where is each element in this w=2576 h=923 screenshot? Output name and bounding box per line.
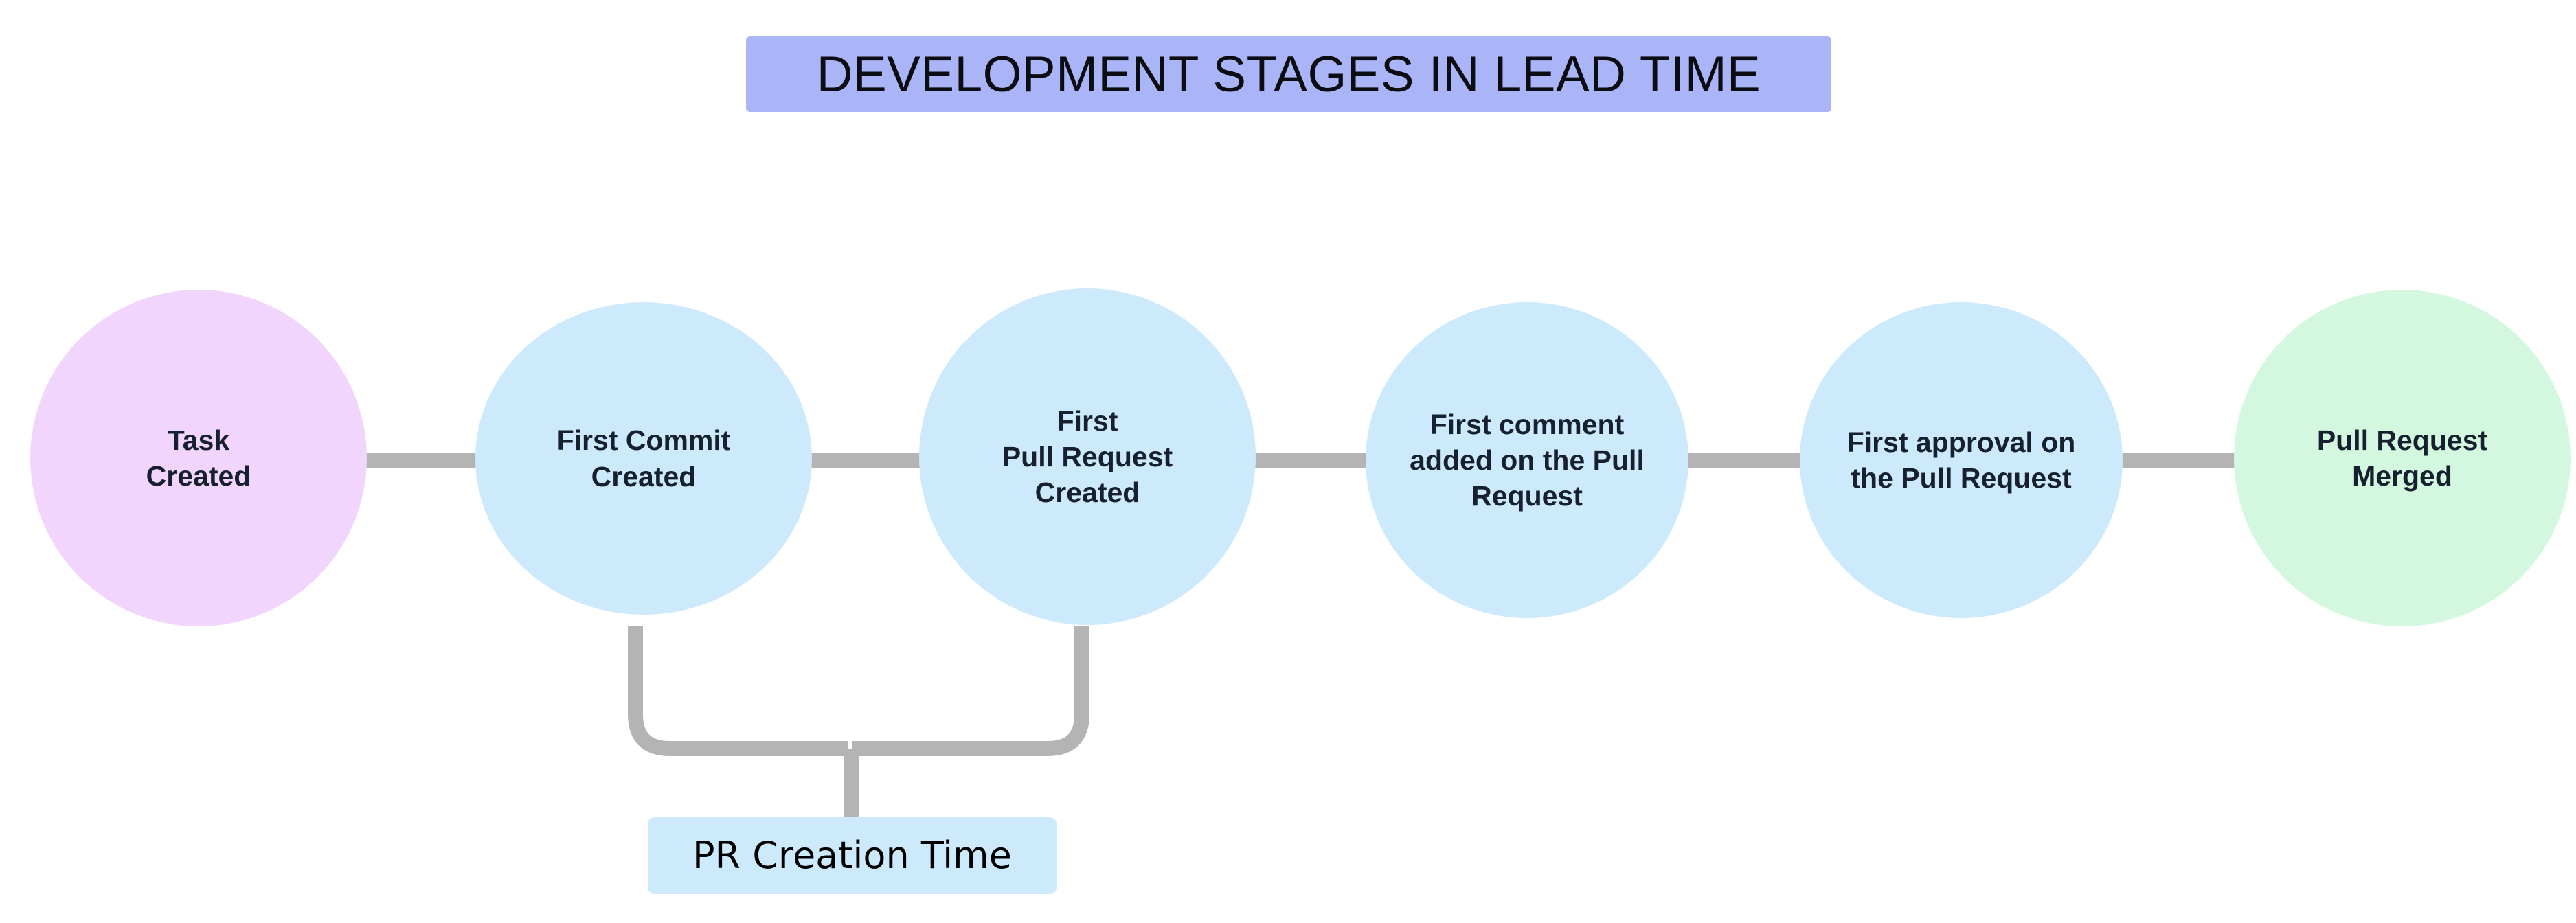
stage-label: First Pull Request Created: [1002, 404, 1173, 509]
stage-label: First comment added on the Pull Request: [1410, 408, 1645, 512]
stage-label: Pull Request Merged: [2316, 424, 2488, 492]
diagram-title-banner: DEVELOPMENT STAGES IN LEAD TIME: [746, 36, 1831, 112]
stage-node-pr-merged[interactable]: Pull Request Merged: [2234, 290, 2571, 626]
stage-node-first-pr[interactable]: First Pull Request Created: [919, 288, 1256, 625]
stage-label: Task Created: [146, 424, 251, 492]
stage-node-task-created[interactable]: Task Created: [30, 290, 367, 626]
annotation-pr-creation-time[interactable]: PR Creation Time: [648, 817, 1057, 894]
diagram-title: DEVELOPMENT STAGES IN LEAD TIME: [816, 46, 1761, 102]
stage-label: First approval on the Pull Request: [1846, 426, 2076, 494]
stage-label: First Commit Created: [556, 424, 731, 492]
bracket-right-branch: [852, 626, 1089, 756]
stage-node-first-commit[interactable]: First Commit Created: [475, 302, 812, 615]
annotation-label: PR Creation Time: [692, 834, 1013, 877]
stage-node-first-approval[interactable]: First approval on the Pull Request: [1800, 302, 2123, 618]
stage-node-first-comment[interactable]: First comment added on the Pull Request: [1366, 302, 1688, 618]
bracket-left-branch: [628, 626, 848, 756]
